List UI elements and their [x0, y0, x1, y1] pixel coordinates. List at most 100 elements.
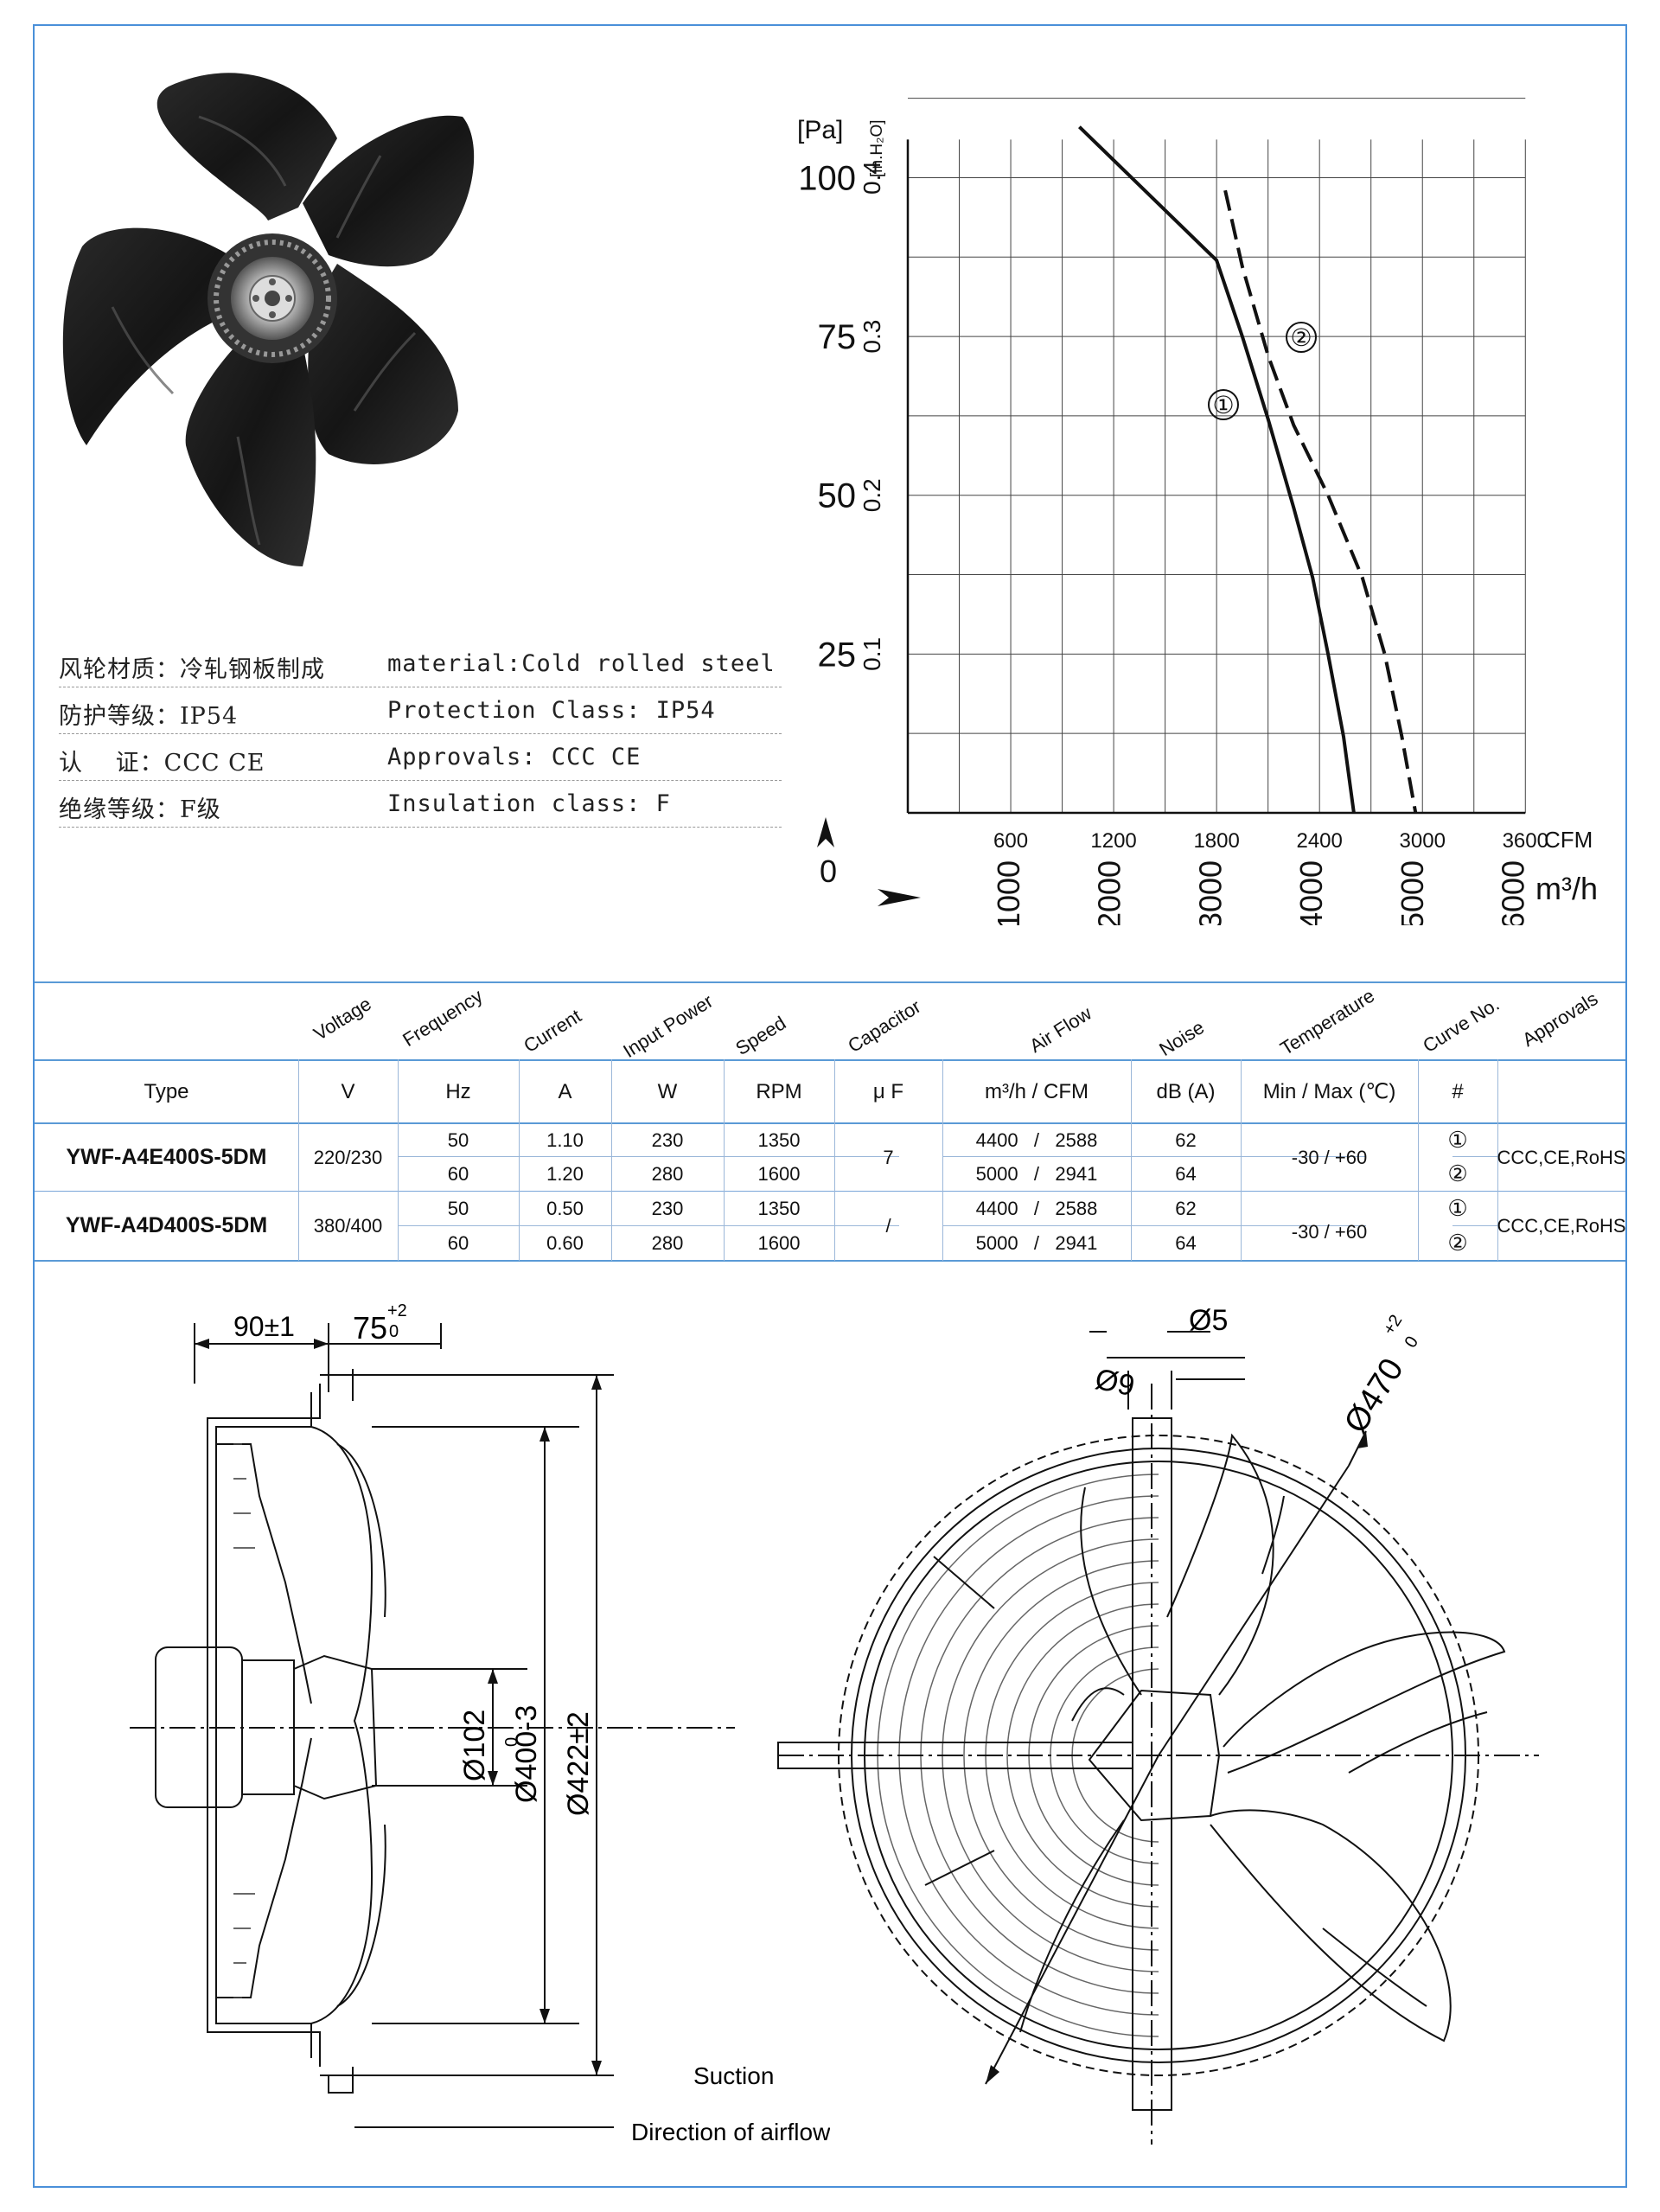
- row2-hz-2: 60: [447, 1231, 469, 1254]
- svg-text:②: ②: [1290, 324, 1312, 351]
- m3h-unit: m³/h: [1536, 871, 1598, 906]
- col-title-type: Type: [144, 1079, 189, 1103]
- spec-cn: 认 证：CCC CE: [59, 750, 265, 777]
- row1-hz-2: 60: [447, 1162, 469, 1185]
- chart-curves: [1078, 125, 1418, 814]
- cfm-unit: CFM: [1544, 827, 1593, 853]
- row2-curve-1-icon: ①: [1447, 1195, 1468, 1221]
- x-tick-m3h: 5000: [1395, 860, 1430, 925]
- dim-5: Ø5: [1189, 1304, 1228, 1337]
- x-tick-cfm: 3000: [1400, 829, 1446, 853]
- row2-capacitor: /: [885, 1214, 891, 1237]
- row1-flow-1: 4400 / 2588: [975, 1128, 1098, 1151]
- dim-90: 90±1: [233, 1311, 295, 1342]
- fan-photo: [62, 73, 475, 566]
- y-tick-inh2o: 0.1: [859, 637, 885, 671]
- row2-rpm-1: 1350: [757, 1197, 801, 1219]
- y-tick-inh2o: 0.4: [859, 161, 885, 195]
- row2-voltage: 380/400: [313, 1214, 383, 1237]
- dim-102: Ø102: [458, 1710, 491, 1781]
- hdr-current: Current: [520, 1005, 585, 1058]
- dim-470-tol-top: +2: [1380, 1312, 1407, 1339]
- row2-w-2: 280: [651, 1231, 684, 1254]
- x-tick-m3h: 3000: [1192, 860, 1228, 925]
- spec-table: Voltage Frequency Current Input Power Sp…: [35, 981, 1626, 1263]
- curve-1: [1078, 125, 1356, 814]
- spec-en: Approvals: CCC CE: [387, 744, 642, 770]
- row1-curve-1-icon: ①: [1447, 1127, 1468, 1153]
- dim-75-tol-top: +2: [387, 1301, 407, 1320]
- spec-row-protection: 防护等级：IP54 Protection Class: IP54: [59, 687, 782, 734]
- spec-en: Insulation class: F: [387, 790, 671, 817]
- spec-en: Protection Class: IP54: [387, 697, 716, 724]
- spec-cn: 防护等级：IP54: [59, 703, 239, 730]
- origin-label: 0: [820, 853, 837, 889]
- col-title-rpm: RPM: [756, 1079, 802, 1103]
- col-title-v: V: [341, 1079, 355, 1103]
- row1-capacitor: 7: [883, 1146, 894, 1168]
- y-tick-pa: 50: [818, 477, 857, 515]
- spec-row-insulation: 绝缘等级：F级 Insulation class: F: [59, 780, 782, 828]
- right-arrow-icon: [878, 889, 921, 906]
- y-tick-pa: 100: [798, 159, 856, 197]
- curve-label-2-icon: ②: [1286, 322, 1317, 353]
- col-title-flow: m³/h / CFM: [985, 1079, 1089, 1103]
- row1-rpm-2: 1600: [757, 1162, 801, 1185]
- dim-75-tol-bot: 0: [389, 1322, 399, 1341]
- page-frame: [33, 24, 1627, 2188]
- col-title-w: W: [657, 1079, 678, 1103]
- spec-row-approvals: 认 证：CCC CE Approvals: CCC CE: [59, 733, 782, 781]
- x-tick-cfm: 1200: [1090, 829, 1136, 853]
- col-title-temp: Min / Max (℃): [1262, 1080, 1396, 1103]
- y-tick-inh2o: 0.2: [859, 478, 885, 512]
- row1-hz-1: 50: [447, 1128, 469, 1151]
- dim-75: 75: [353, 1310, 387, 1346]
- col-title-uf: μ F: [872, 1079, 904, 1103]
- col-title-db: dB (A): [1156, 1079, 1216, 1103]
- row1-rpm-1: 1350: [757, 1128, 801, 1151]
- hdr-speed: Speed: [731, 1012, 790, 1060]
- row1-a-1: 1.10: [546, 1128, 584, 1151]
- spec-cn: 风轮材质：冷轧钢板制成: [59, 656, 325, 683]
- curve-label-1-icon: ①: [1208, 389, 1239, 420]
- y-unit-inh2o: [in.H₂O]: [868, 120, 886, 178]
- dim-400-tol: 0: [502, 1737, 521, 1747]
- x-tick-cfm: 600: [993, 829, 1028, 853]
- row1-a-2: 1.20: [546, 1162, 584, 1185]
- hdr-noise: Noise: [1155, 1016, 1209, 1061]
- col-title-hz: Hz: [445, 1079, 471, 1103]
- row2-db-1: 62: [1175, 1197, 1197, 1219]
- hdr-temperature: Temperature: [1276, 984, 1379, 1060]
- row1-w-2: 280: [651, 1162, 684, 1185]
- hdr-frequency: Frequency: [399, 984, 487, 1052]
- col-title-a: A: [558, 1079, 572, 1103]
- suction-label: Suction: [693, 2062, 774, 2089]
- dim-400: Ø400-3: [510, 1705, 543, 1803]
- spec-cn: 绝缘等级：F级: [59, 796, 221, 823]
- x-tick-m3h: 4000: [1293, 860, 1329, 925]
- row1-type: YWF-A4E400S-5DM: [66, 1145, 267, 1169]
- hdr-curve-no: Curve No.: [1419, 993, 1504, 1058]
- row2-db-2: 64: [1175, 1231, 1197, 1254]
- row2-flow-1: 4400 / 2588: [975, 1197, 1098, 1219]
- y-tick-pa: 25: [818, 636, 857, 674]
- up-arrow-icon: [817, 817, 834, 847]
- row2-curve-2-icon: ②: [1447, 1230, 1468, 1256]
- chart-grid: [906, 98, 1526, 815]
- row2-w-1: 230: [651, 1197, 684, 1219]
- row1-w-1: 230: [651, 1128, 684, 1151]
- front-view-drawing: Ø9 Ø5 Ø470 +2 0: [777, 1304, 1539, 2145]
- col-title-curve: #: [1452, 1079, 1464, 1103]
- row2-temperature: -30 / +60: [1291, 1221, 1368, 1243]
- svg-text:①: ①: [1212, 392, 1234, 419]
- dim-422: Ø422±2: [562, 1711, 595, 1816]
- row1-approvals: CCC,CE,RoHS: [1497, 1146, 1626, 1168]
- hdr-air-flow: Air Flow: [1025, 1001, 1095, 1058]
- row2-hz-1: 50: [447, 1197, 469, 1219]
- x-tick-cfm: 1800: [1193, 829, 1239, 853]
- row2-rpm-2: 1600: [757, 1231, 801, 1254]
- airflow-label: Direction of airflow"S": [631, 2119, 830, 2145]
- hdr-input-power: Input Power: [619, 989, 718, 1063]
- dim-470-tol-bot: 0: [1401, 1333, 1423, 1352]
